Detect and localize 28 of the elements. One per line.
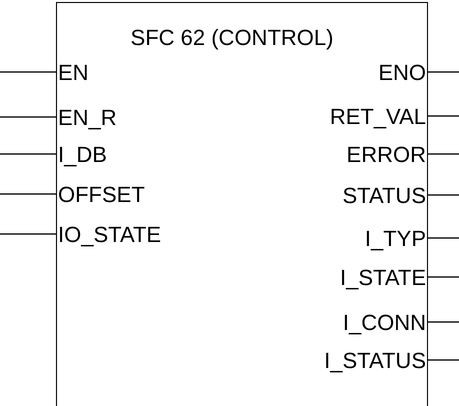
pin-line: [428, 153, 459, 155]
pin-line: [0, 71, 56, 73]
pin-label: RET_VAL: [330, 106, 426, 128]
pin-line: [0, 193, 56, 195]
pin-label: I_DB: [58, 144, 107, 166]
pin-label: EN_R: [58, 107, 117, 129]
pin-line: [428, 276, 459, 278]
pin-label: I_TYP: [364, 228, 426, 250]
pin-label: I_CONN: [342, 312, 426, 334]
pin-line: [428, 237, 459, 239]
pin-label: STATUS: [342, 185, 426, 207]
pin-label: I_STATE: [340, 267, 426, 289]
pin-line: [428, 194, 459, 196]
pin-line: [0, 116, 56, 118]
pin-line: [0, 233, 56, 235]
block-title: SFC 62 (CONTROL): [130, 27, 334, 49]
pin-label: OFFSET: [58, 184, 145, 206]
pin-line: [428, 115, 459, 117]
pin-label: IO_STATE: [58, 224, 162, 246]
pin-label: EN: [58, 62, 89, 84]
pin-line: [428, 359, 459, 361]
pin-line: [428, 321, 459, 323]
pin-line: [0, 153, 56, 155]
pin-label: I_STATUS: [324, 350, 426, 372]
pin-line: [428, 71, 459, 73]
pin-label: ERROR: [346, 144, 426, 166]
function-block: [56, 2, 428, 406]
pin-label: ENO: [378, 62, 426, 84]
